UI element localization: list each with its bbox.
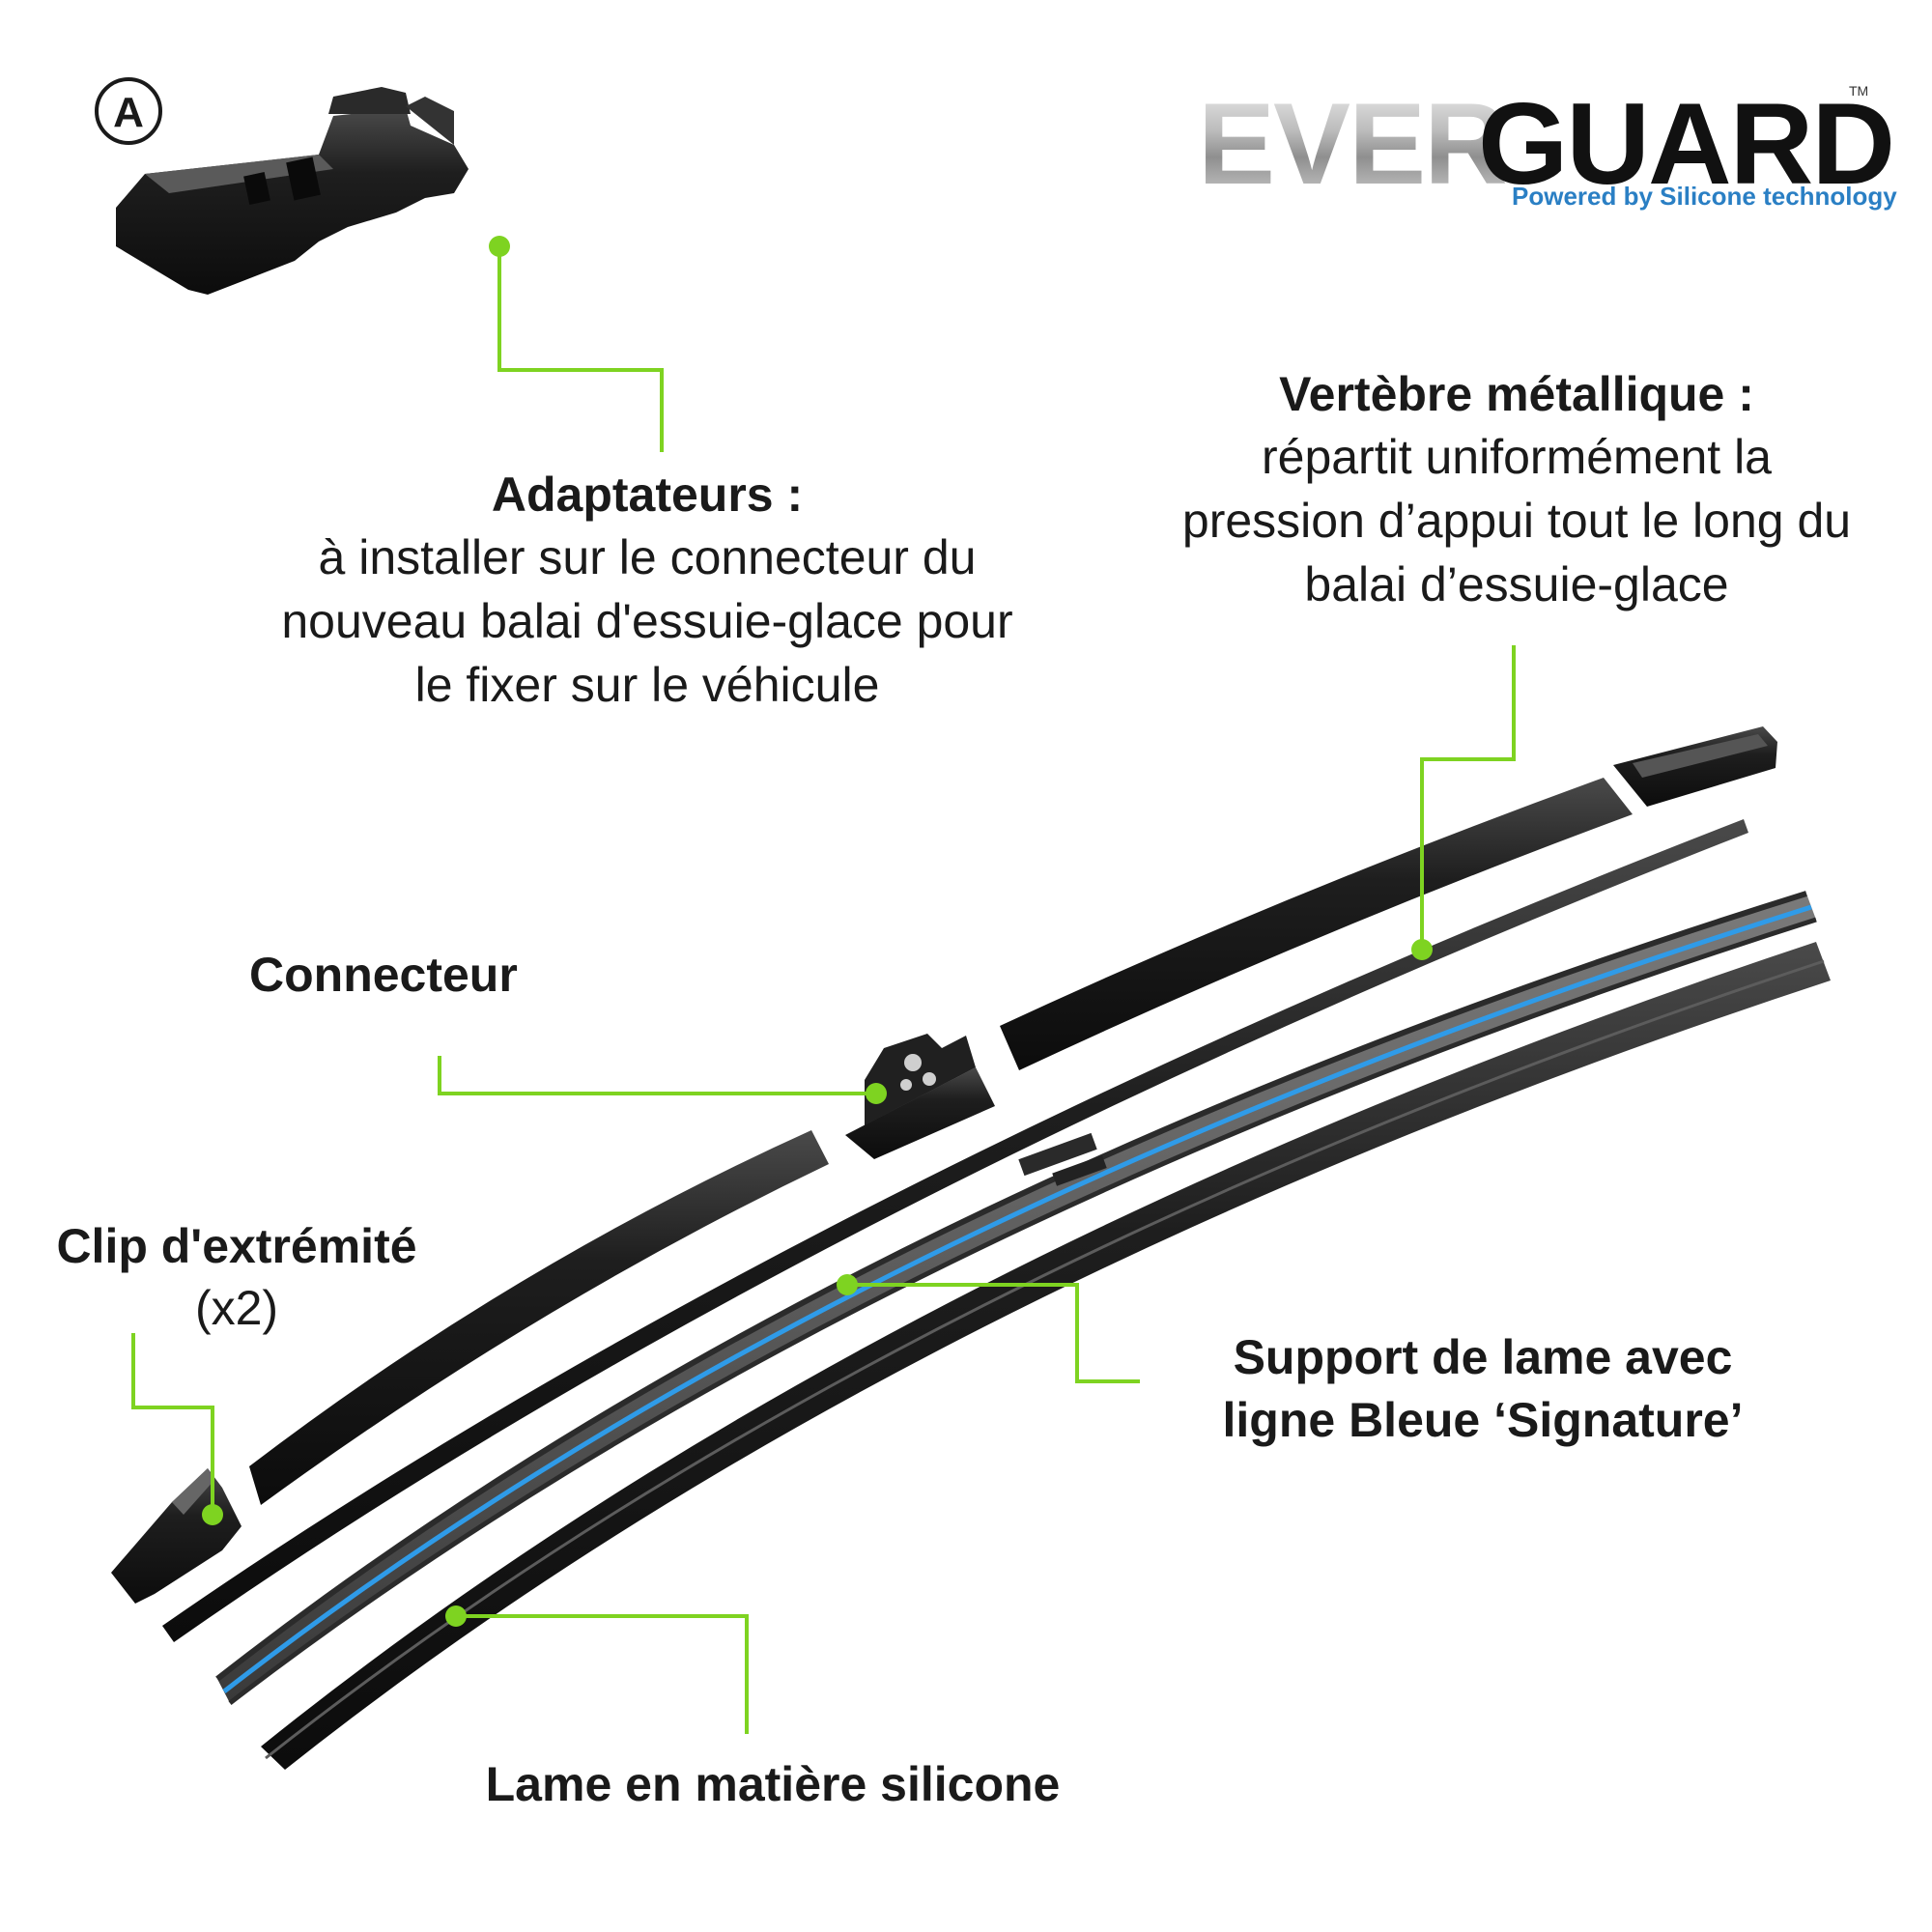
callout-blade: Lame en matière silicone [485,1757,1061,1811]
vertebra-line-2: pression d’appui tout le long du [1181,494,1852,548]
vertebra-line-1: répartit uniformément la [1261,430,1772,484]
logo-word-ever: EVER [1198,79,1508,209]
leader-vertebra [1420,645,1516,950]
leader-end-clip [131,1333,214,1515]
leader-support [847,1283,1140,1383]
adapters-line-1: à installer sur le connecteur du [318,530,977,584]
callout-support: Support de lame avec ligne Bleue ‘Signat… [1183,1333,1782,1444]
callout-connector: Connecteur [249,948,518,1002]
support-line-2: ligne Bleue ‘Signature’ [1222,1393,1744,1447]
leader-blade [456,1614,749,1734]
end-clip-left [111,1468,242,1604]
logo-tagline: Powered by Silicone technology [1512,182,1897,211]
vertebra-line-3: balai d’essuie-glace [1304,557,1729,611]
callout-adapters: Adaptateurs : à installer sur le connect… [193,470,1101,709]
adapter-badge [95,77,162,145]
leader-adapters [497,246,664,452]
spoiler-left-segment [249,1130,829,1505]
signature-blue-line [222,904,1812,1693]
callout-vertebra: Vertèbre métallique : répartit uniformém… [1121,370,1913,609]
logo-trademark: TM [1849,83,1869,99]
connector-part [845,1034,995,1159]
adapter-part [116,87,469,295]
support-line-1: Support de lame avec [1233,1330,1733,1384]
adapter-badge-letter: A [113,89,144,136]
callout-end-clip: Clip d'extrémité (x2) [19,1222,454,1332]
end-clip-title: Clip d'extrémité [56,1219,417,1273]
end-clip-note: (x2) [194,1281,279,1335]
leader-connector [438,1056,876,1095]
adapters-line-3: le fixer sur le véhicule [414,658,880,712]
adapters-title: Adaptateurs : [491,468,804,522]
vertebra-title: Vertèbre métallique : [1279,367,1754,421]
everguard-logo: EVER GUARD TM Powered by Silicone techno… [1198,77,1897,213]
spoiler-right-segment [1000,778,1633,1070]
callout-dots [202,236,1433,1627]
adapters-line-2: nouveau balai d'essuie-glace pour [281,594,1013,648]
logo-word-guard: GUARD [1478,79,1895,209]
callout-leaders [131,246,1516,1734]
silicone-blade [261,942,1831,1770]
